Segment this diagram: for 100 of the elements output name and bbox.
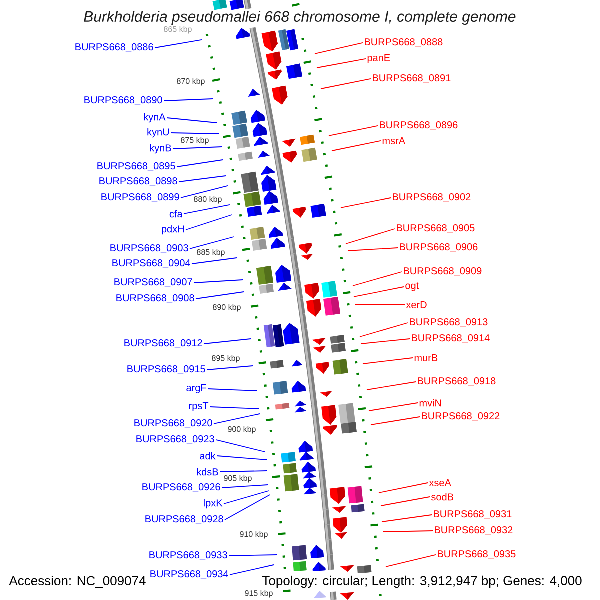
gene-label: BURPS668_0926 [142, 484, 220, 492]
gene-label: BURPS668_0934 [150, 570, 228, 580]
leader-line [208, 388, 258, 392]
leader-line [186, 214, 232, 230]
gene-label: BURPS668_0918 [418, 378, 496, 386]
tick-label: 870 kbp [177, 78, 205, 86]
tick-label: 865 kbp [164, 26, 192, 34]
tick-label: 895 kbp [212, 355, 240, 363]
leader-line [210, 406, 260, 410]
leader-line [196, 292, 244, 300]
leader-line [370, 416, 420, 426]
leader-line [222, 484, 268, 488]
gene-label: BURPS668_0896 [380, 122, 458, 130]
gene-label: BURPS668_0905 [397, 224, 475, 234]
gene-label: BURPS668_0922 [422, 412, 500, 422]
leader-line [352, 272, 402, 286]
gene-label: argF [186, 384, 206, 394]
gene-label: BURPS668_0912 [124, 340, 202, 348]
gene-label: BURPS668_0904 [112, 260, 190, 268]
gene-label: BURPS668_0913 [410, 318, 488, 328]
leader-line [204, 338, 252, 344]
leader-line [314, 42, 364, 54]
tick-label: 875 kbp [181, 137, 209, 145]
leader-line [228, 554, 278, 556]
gene-label: ogt [406, 282, 420, 292]
leader-line [172, 146, 222, 150]
leader-line [360, 338, 410, 344]
gene-label: BURPS668_0935 [438, 550, 516, 560]
gene-label: BURPS668_0909 [404, 268, 482, 276]
gene-label: msrA [382, 138, 406, 144]
footer-text: Accession: NC_009074 [9, 576, 146, 588]
leader-line [320, 78, 372, 90]
gene-label: BURPS668_0902 [393, 194, 471, 202]
leader-line [170, 132, 220, 134]
gene-label: BURPS668_0933 [150, 552, 228, 560]
gene-label: BURPS668_0888 [365, 38, 443, 48]
gene-label: pdxH [162, 225, 184, 235]
gene-label: BURPS668_0932 [435, 526, 513, 536]
gene-label: xseA [429, 480, 452, 486]
leader-line [366, 382, 416, 390]
leader-line [340, 198, 392, 208]
leader-line [180, 186, 228, 198]
leader-line [380, 496, 430, 506]
gene-label: xerD [406, 302, 427, 308]
gene-label: kdsB [197, 468, 218, 476]
leader-line [224, 490, 270, 504]
leader-line [346, 228, 396, 244]
gene-label: kynA [144, 113, 166, 123]
leader-line [332, 140, 382, 152]
gene-label: BURPS668_0915 [128, 366, 206, 374]
tick-label: 880 kbp [194, 196, 222, 204]
tick-label: 910 kbp [240, 531, 268, 539]
tick-label: 915 kbp [245, 590, 273, 598]
leader-line [178, 176, 226, 182]
gene-label: BURPS668_0903 [110, 244, 188, 254]
leader-line [184, 204, 230, 214]
leader-line [194, 280, 244, 284]
leader-line [378, 482, 428, 494]
leader-line [166, 118, 218, 124]
gene-label: BURPS668_0906 [400, 244, 478, 252]
leader-line [368, 402, 418, 412]
gene-label: kynU [148, 128, 170, 138]
leader-line [190, 236, 234, 250]
leader-line [176, 160, 224, 168]
leader-line [362, 358, 414, 364]
gene-label: BURPS668_0886 [76, 44, 154, 52]
leader-line [354, 304, 406, 306]
gene-label: BURPS668_0908 [116, 294, 194, 304]
leader-line [192, 258, 238, 264]
gene-label: BURPS668_0895 [98, 162, 176, 172]
leader-line [220, 470, 268, 472]
tick-label: 890 kbp [213, 304, 241, 312]
gene-label: BURPS668_0891 [373, 74, 451, 84]
gene-label: BURPS668_0914 [412, 334, 490, 344]
leader-line [382, 514, 432, 522]
title: Burkholderia pseudomallei 668 chromosome I, complete genome [84, 11, 516, 25]
leader-line [348, 248, 398, 252]
gene-label: murB [414, 354, 438, 362]
leader-line [386, 554, 436, 568]
gene-label: BURPS668_0907 [114, 278, 192, 288]
gene-label: BURPS668_0920 [134, 420, 212, 428]
gene-label: kynB [150, 144, 172, 154]
leader-line [216, 456, 268, 460]
leader-line [164, 98, 214, 102]
tick-label: 900 kbp [228, 426, 256, 434]
leader-line [328, 126, 378, 136]
gene-label: BURPS668_0890 [84, 96, 162, 106]
leader-line [154, 40, 202, 48]
gene-label: BURPS668_0898 [100, 178, 178, 186]
leader-line [214, 414, 260, 424]
gene-label: panE [368, 54, 390, 64]
leader-line [230, 564, 274, 576]
tick-label: 905 kbp [224, 475, 252, 483]
gene-label: adk [200, 452, 216, 460]
footer-text: Topology: circular; Length: 3,912,947 bp; Genes: 4,000 [262, 576, 582, 588]
leader-line [382, 530, 434, 532]
leader-line [224, 494, 270, 520]
gene-label: BURPS668_0899 [102, 194, 180, 202]
leader-line [354, 286, 404, 298]
gene-label: BURPS668_0931 [434, 510, 512, 520]
